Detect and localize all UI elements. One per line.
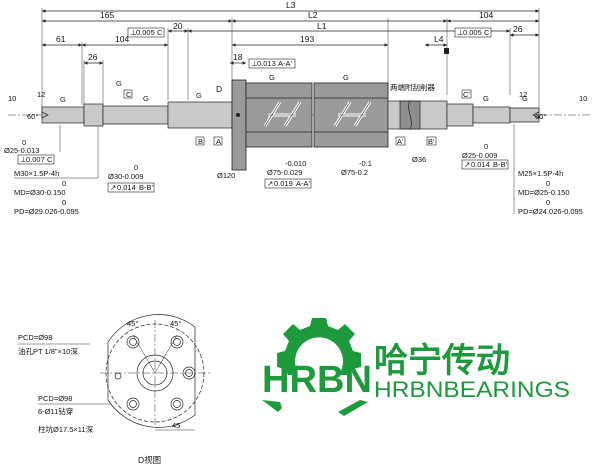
nut-dia2-upper: -0.1 bbox=[359, 159, 372, 168]
nut-flange bbox=[231, 79, 247, 171]
datum-A: A bbox=[216, 137, 221, 146]
left-md-zero: 0 bbox=[62, 179, 66, 188]
left-journal-tol-datum: B-B' bbox=[139, 183, 154, 192]
svg-text:↗: ↗ bbox=[464, 160, 470, 169]
dview-bolt-holes: 6-Ø11钻穿 bbox=[38, 406, 73, 416]
dview-caption: D视图 bbox=[138, 455, 161, 465]
svg-text:↗: ↗ bbox=[267, 179, 273, 188]
svg-text:⊥: ⊥ bbox=[251, 59, 258, 68]
left-journal-dia: Ø30-0.009 bbox=[108, 172, 143, 181]
logo-name-cn: 哈宁传动 bbox=[374, 342, 510, 380]
dview-counterbore: 柱坑Ø17.5×11深 bbox=[38, 424, 94, 434]
right-journal-zero: 0 bbox=[484, 142, 488, 151]
left-md: MD=Ø30-0.150 bbox=[14, 188, 66, 197]
dimension-chains: L3 165 L2 104 L1 20 61 104 193 26 26 18 … bbox=[41, 0, 540, 140]
flange-tol-datum: A-A' bbox=[278, 59, 293, 68]
flange-tol-value: 0.013 bbox=[257, 59, 276, 68]
ball-screw-shaft bbox=[8, 48, 592, 171]
datum-A-prime: A' bbox=[397, 137, 404, 146]
right-pd-zero: 0 bbox=[546, 198, 550, 207]
logo-name-en: HRBNBEARINGS bbox=[374, 377, 570, 402]
svg-text:⊥: ⊥ bbox=[20, 155, 27, 164]
datum-C-left: C bbox=[126, 90, 132, 99]
nut-dia2: Ø75-0.2 bbox=[341, 168, 368, 177]
dim-L4: L4 bbox=[434, 34, 444, 44]
dim-10-right: 10 bbox=[579, 94, 587, 103]
roughness-G-5: G bbox=[269, 73, 275, 82]
nut-tol-datum: A-A' bbox=[296, 179, 311, 188]
left-end-dia: Ø25-0.013 bbox=[4, 146, 39, 155]
left-end-dia-zero: 0 bbox=[22, 138, 26, 147]
wiper-note: 两端附刮削器 bbox=[390, 82, 435, 92]
angle-left: 60° bbox=[27, 112, 38, 121]
dim-L3: L3 bbox=[286, 0, 296, 10]
left-pd-zero: 0 bbox=[62, 198, 66, 207]
dview-dim-45: 45 bbox=[172, 421, 180, 430]
dim-193: 193 bbox=[300, 34, 314, 44]
dview-pcd-2: PCD=Ø98 bbox=[38, 394, 72, 403]
shaft-dia: Ø36 bbox=[412, 155, 426, 164]
roughness-G-7: G bbox=[483, 94, 489, 103]
flange-dia: Ø120 bbox=[217, 171, 235, 180]
dim-104-right: 104 bbox=[479, 10, 493, 20]
left-journal-zero: 0 bbox=[134, 163, 138, 172]
roughness-G-2: G bbox=[116, 79, 122, 88]
datum-C-right: C' bbox=[463, 90, 470, 99]
roughness-G-6: G bbox=[343, 73, 349, 82]
angle-right: 60° bbox=[535, 112, 546, 121]
left-pd: PD=Ø29.026-0.095 bbox=[14, 207, 79, 216]
diameter-notes: 0 Ø25-0.013 M30×1.5P-4h 0 MD=Ø30-0.150 0… bbox=[4, 124, 583, 216]
right-journal-dia: Ø25-0.009 bbox=[462, 151, 497, 160]
roughness-G-4: G bbox=[196, 91, 202, 100]
dim-L1: L1 bbox=[317, 21, 327, 31]
right-pd: PD=Ø24.026-0.095 bbox=[518, 207, 583, 216]
dim-10-left: 10 bbox=[8, 94, 16, 103]
dim-12-right: 12 bbox=[519, 90, 527, 99]
dim-26-right: 26 bbox=[513, 24, 523, 34]
label-D: D bbox=[216, 84, 222, 94]
dim-26-left: 26 bbox=[88, 52, 98, 62]
datum-B-prime: B' bbox=[428, 137, 435, 146]
right-md-zero: 0 bbox=[546, 179, 550, 188]
dview-oil-hole: 油孔PT 1/8"×10深 bbox=[18, 346, 78, 356]
svg-text:↗: ↗ bbox=[110, 183, 116, 192]
right-md: MD=Ø25-0.150 bbox=[518, 188, 570, 197]
right-thread: M25×1.5P-4h bbox=[518, 169, 563, 178]
runout-left-datum: C bbox=[157, 28, 163, 37]
datum-B: B bbox=[198, 137, 203, 146]
left-thread: M30×1.5P-4h bbox=[14, 169, 59, 178]
svg-text:⊥: ⊥ bbox=[130, 28, 137, 37]
runout-right-datum: C bbox=[484, 28, 490, 37]
dview-angle-1: 45° bbox=[127, 319, 138, 328]
nut-dia-upper: -0.010 bbox=[285, 159, 306, 168]
left-journal-tol-value: 0.014 bbox=[117, 183, 136, 192]
dview-angle-2: 45° bbox=[170, 319, 181, 328]
right-journal-tol-value: 0.014 bbox=[471, 160, 490, 169]
company-logo: HRBN 哈宁传动 HRBNBEARINGS bbox=[262, 318, 570, 416]
dim-18: 18 bbox=[233, 52, 243, 62]
d-view: 45° 45° 45 PCD=Ø98 油孔PT 1/8"×10深 PCD=Ø98… bbox=[18, 314, 210, 465]
tolerance-frames: ⊥ 0.005 C ⊥ 0.005 C ⊥ 0.013 A-A' ⊥ 0.007… bbox=[17, 27, 509, 193]
left-end-tol-value: 0.007 bbox=[26, 155, 45, 164]
roughness-G-1: G bbox=[60, 95, 66, 104]
runout-left-value: 0.005 bbox=[136, 28, 155, 37]
svg-text:⊥: ⊥ bbox=[457, 28, 464, 37]
right-journal-tol-datum: B-B' bbox=[493, 160, 508, 169]
dim-104-left: 104 bbox=[115, 34, 129, 44]
dim-20: 20 bbox=[173, 21, 183, 31]
dim-L2: L2 bbox=[308, 10, 318, 20]
dim-12-left: 12 bbox=[37, 90, 45, 99]
nut-tol-value: 0.019 bbox=[274, 179, 293, 188]
dview-pcd-1: PCD=Ø98 bbox=[18, 333, 52, 342]
nut-dia: Ø75-0.029 bbox=[267, 168, 302, 177]
dim-61: 61 bbox=[56, 34, 66, 44]
datum-markers: D 60° 60° 10 12 10 12 C C' B B' A A' G G… bbox=[8, 73, 587, 146]
left-end-tol-datum: C bbox=[47, 155, 53, 164]
roughness-G-3: G bbox=[143, 94, 149, 103]
dim-165: 165 bbox=[100, 10, 114, 20]
logo-mark: HRBN bbox=[262, 359, 372, 401]
runout-right-value: 0.005 bbox=[463, 28, 482, 37]
roughness-G-8: G bbox=[522, 94, 528, 103]
